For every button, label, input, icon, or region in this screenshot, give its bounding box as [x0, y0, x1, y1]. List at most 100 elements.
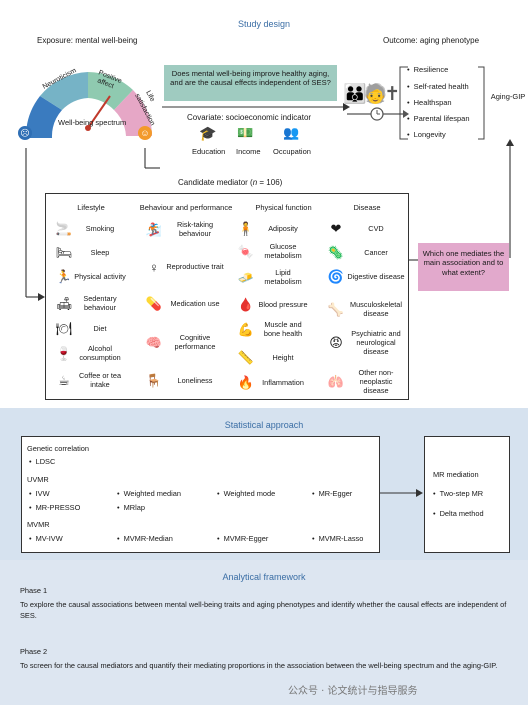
person-desk-icon: 🪑: [145, 373, 163, 388]
brain-icon: 🧠: [145, 335, 163, 350]
ses-income: Income: [236, 147, 261, 156]
outcome-self-rated-health: Self-rated health: [407, 82, 469, 91]
question-arrow: [162, 103, 350, 111]
mediator-smoking: 🚬Smoking: [55, 221, 115, 236]
mediator-inflammation: 🔥Inflammation: [237, 375, 304, 390]
mr-mediation-box: MR mediation Two-step MR Delta method: [424, 436, 510, 553]
runner-icon: 🏃: [55, 269, 73, 284]
mediator-alcohol: 🍷Alcohol consumption: [55, 344, 121, 362]
ruler-icon: 📏: [237, 350, 255, 365]
timeline-icon: [347, 107, 409, 121]
sad-face-icon: ☹: [18, 126, 32, 140]
mvmr-mv-ivw: MV-IVW: [29, 534, 63, 543]
analytical-title: Analytical framework: [222, 572, 306, 582]
mediator-blood-pressure: 🩸Blood pressure: [237, 297, 308, 312]
mvmr-label: MVMR: [27, 520, 50, 529]
body-icon: 🧍: [237, 221, 255, 236]
well-being-gauge: Depressive symptoms Neuroticism Positive…: [4, 67, 156, 143]
study-design-title: Study design: [237, 19, 291, 29]
spectrum-label: Well-being spectrum: [58, 118, 127, 127]
graduation-cap-icon: 🎓: [199, 125, 217, 141]
mvmr-lasso: MVMR-Lasso: [312, 534, 364, 543]
analytical-section: Analytical framework Phase 1 To explore …: [0, 560, 528, 705]
mediation-two-step: Two-step MR: [433, 489, 484, 498]
candidate-mediator-box: Lifestyle Behaviour and performance Phys…: [45, 193, 409, 400]
column-behaviour: Behaviour and performance: [139, 203, 233, 212]
outcome-longevity: Longevity: [407, 130, 446, 139]
mr-mediation-label: MR mediation: [433, 470, 479, 479]
mediator-title: Candidate mediator (n = 106): [178, 178, 283, 187]
sofa-icon: 🛋: [55, 296, 73, 311]
mediation-delta: Delta method: [433, 509, 484, 518]
mediator-musculoskeletal: 🦴Musculoskeletal disease: [327, 300, 402, 318]
uvmr-mrlap: MRlap: [117, 503, 145, 512]
mediator-risk-taking: 🏂Risk-taking behaviour: [145, 220, 214, 238]
uvmr-mr-presso: MR-PRESSO: [29, 503, 81, 512]
mediator-other: 🫁Other non-neoplastic disease: [327, 368, 394, 395]
mediator-height: 📏Height: [237, 350, 294, 365]
gauge-needle: [87, 95, 111, 129]
phase1-title: Phase 1: [20, 586, 48, 595]
female-symbol-icon: ♀: [149, 259, 159, 275]
mediator-physical-activity: 🏃Physical activity: [55, 269, 126, 284]
lungs-icon: 🫁: [327, 374, 345, 390]
cigarette-icon: 🚬: [55, 221, 73, 236]
head-icon: 😡: [329, 335, 343, 351]
mediator-cognitive: 🧠Cognitive performance: [145, 333, 216, 351]
gauge-pivot: [85, 125, 91, 131]
outcomes-bracket: [399, 66, 408, 140]
uvmr-label: UVMR: [27, 475, 49, 484]
gauge-text-life: Life: [144, 90, 156, 103]
aging-people-icon: 👪🧓✝: [343, 84, 400, 105]
mediation-arrow: [380, 489, 423, 497]
uvmr-weighted-mode: Weighted mode: [217, 489, 276, 498]
muscle-icon: 💪: [237, 322, 255, 337]
mediator-cvd: ❤CVD: [326, 220, 406, 238]
mediator-glucose: 🍬Glucose metabolism: [237, 242, 302, 260]
gauge-segment-depressive: [25, 96, 62, 138]
mr-methods-box: Genetic correlation LDSC UVMR IVW Weight…: [21, 436, 380, 553]
mediator-coffee-tea: ☕Coffee or tea intake: [54, 371, 126, 390]
ses-education: Education: [192, 147, 226, 156]
uvmr-ivw: IVW: [29, 489, 50, 498]
mvmr-egger: MVMR-Egger: [217, 534, 269, 543]
mediator-diet: 🍽Diet: [55, 321, 107, 336]
study-design-section: Study design Exposure: mental well-being…: [0, 0, 528, 408]
bed-icon: 🛏: [55, 245, 73, 260]
pill-icon: 💊: [145, 296, 163, 311]
mediator-question-box: Which one mediates the main association …: [418, 243, 509, 291]
outcome-healthspan: Healthspan: [407, 98, 452, 107]
skeleton-icon: 🦴: [327, 302, 345, 317]
mediator-adiposity: 🧍Adiposity: [237, 221, 298, 236]
mediator-cancer: 🦠Cancer: [327, 245, 388, 260]
gauge-segment-satisfaction: [114, 90, 152, 136]
money-icon: 💵: [237, 125, 254, 140]
mediator-sleep: 🛏Sleep: [55, 245, 110, 260]
outcome-resilience: Resilience: [407, 65, 449, 74]
cancer-cell-icon: 🦠: [327, 245, 345, 260]
phase2-text: To screen for the causal mediators and q…: [20, 661, 498, 670]
mediator-lipid: 🧈Lipid metabolism: [237, 268, 302, 286]
mediator-digestive: 🌀Digestive disease: [327, 269, 405, 284]
phase2-title: Phase 2: [20, 647, 48, 656]
ses-occupation: Occupation: [273, 147, 311, 156]
blood-cells-icon: 🩸: [237, 297, 255, 312]
column-physical: Physical function: [255, 203, 312, 212]
mediator-muscle-bone: 💪Muscle and bone health: [237, 320, 303, 338]
lipid-icon: 🧈: [237, 270, 255, 285]
skier-icon: 🏂: [145, 222, 163, 237]
coffee-icon: ☕: [58, 373, 70, 388]
uvmr-mr-egger: MR-Egger: [312, 489, 353, 498]
column-lifestyle: Lifestyle: [77, 203, 105, 212]
heart-icon: ❤: [330, 221, 342, 236]
statistical-section: Statistical approach Genetic correlation…: [0, 408, 528, 560]
glucose-icon: 🍬: [237, 244, 255, 259]
uvmr-weighted-median: Weighted median: [117, 489, 181, 498]
watermark: 公众号 · 论文统计与指导服务: [288, 686, 418, 697]
statistical-title: Statistical approach: [224, 420, 304, 430]
mediator-sedentary: 🛋Sedentary behaviour: [55, 294, 117, 312]
genetic-correlation-label: Genetic correlation: [27, 444, 90, 453]
inflammation-icon: 🔥: [237, 375, 255, 390]
covariate-label: Covariate: socioeconomic indicator: [187, 113, 312, 122]
ldsc-item: LDSC: [29, 457, 56, 466]
